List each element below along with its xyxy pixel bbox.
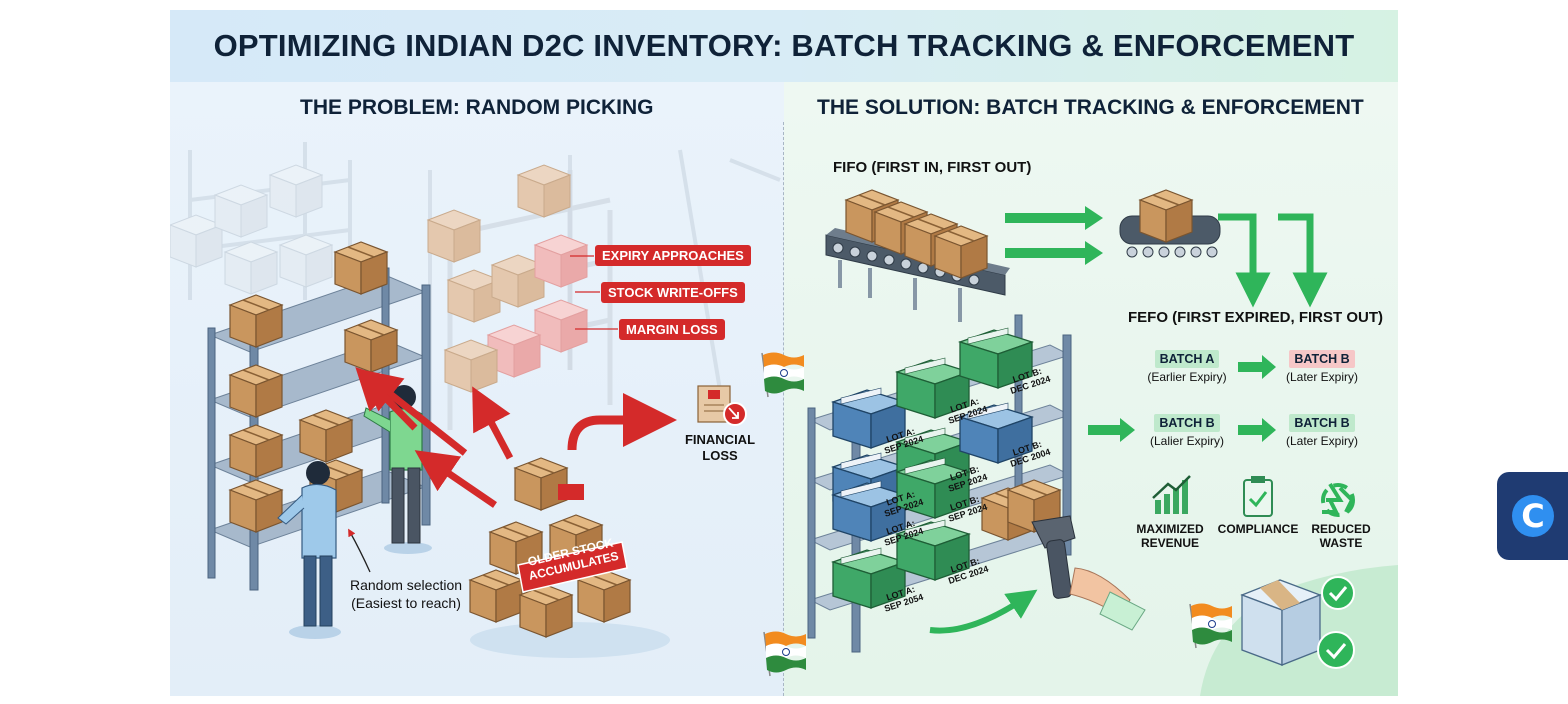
fifo-down-arrows (1218, 213, 1328, 308)
benefit-line-1: COMPLIANCE (1217, 522, 1299, 536)
fefo-row2-to: BATCH B (Later Expiry) (1262, 414, 1382, 448)
benefit-line-1: MAXIMIZED (1136, 522, 1204, 536)
benefit-line-2: REVENUE (1140, 536, 1199, 550)
expiry-tag: EXPIRY APPROACHES (595, 245, 751, 266)
batch-note: (Later Expiry) (1285, 370, 1359, 384)
benefit-line-2: WASTE (1319, 536, 1363, 550)
batch-note: (Later Expiry) (1285, 434, 1359, 448)
batch-name: BATCH B (1289, 350, 1355, 368)
fefo-row1-to: BATCH B (Later Expiry) (1262, 350, 1382, 384)
clipboard-check-icon (1243, 476, 1273, 517)
rear-rack (427, 164, 613, 430)
benefit-compliance: COMPLIANCE (1212, 522, 1304, 536)
solution-heading: THE SOLUTION: BATCH TRACKING & ENFORCEME… (817, 96, 1364, 119)
batch-name: BATCH A (1154, 350, 1220, 368)
fefo-label: FEFO (FIRST EXPIRED, FIRST OUT) (1128, 309, 1383, 326)
fefo-row2-from: BATCH B (Lalier Expiry) (1127, 414, 1247, 448)
page-title: OPTIMIZING INDIAN D2C INVENTORY: BATCH T… (213, 28, 1355, 63)
financial-loss-line-2: LOSS (702, 448, 738, 463)
fifo-conveyor-short (1119, 189, 1221, 258)
illustration (170, 142, 1398, 696)
worker-front (277, 461, 341, 639)
assistant-logo-icon[interactable]: C (1512, 495, 1554, 537)
loss-arrow (567, 393, 677, 451)
margin-loss-tag: MARGIN LOSS (619, 319, 725, 340)
fefo-row1-from: BATCH A (Earlier Expiry) (1127, 350, 1247, 384)
lot-rack (807, 314, 1072, 653)
random-picking-arrows (355, 366, 514, 508)
fifo-label: FIFO (FIRST IN, FIRST OUT) (833, 159, 1032, 176)
benefit-line-1: REDUCED (1311, 522, 1371, 536)
older-stock-pile (469, 457, 670, 658)
benefit-waste: REDUCED WASTE (1295, 522, 1387, 550)
random-selection-line-1: Random selection (349, 577, 463, 593)
chart-up-icon (1152, 475, 1191, 514)
fifo-arrows (1005, 206, 1103, 265)
financial-loss-icon (697, 385, 747, 426)
batch-name: BATCH B (1154, 414, 1220, 432)
fifo-conveyor-long (825, 189, 1010, 322)
barcode-scanner-icon (1031, 515, 1146, 631)
panel-divider (783, 122, 784, 696)
fefo-arrows (1088, 355, 1276, 442)
floating-assistant-button[interactable]: C (1497, 472, 1568, 560)
problem-heading: THE PROBLEM: RANDOM PICKING (300, 96, 654, 119)
title-bar: OPTIMIZING INDIAN D2C INVENTORY: BATCH T… (170, 10, 1398, 82)
random-selection-label: Random selection (Easiest to reach) (338, 576, 474, 612)
benefit-revenue: MAXIMIZED REVENUE (1124, 522, 1216, 550)
recycle-icon (1321, 482, 1355, 517)
infographic: OPTIMIZING INDIAN D2C INVENTORY: BATCH T… (170, 10, 1398, 696)
random-selection-line-2: (Easiest to reach) (351, 595, 461, 611)
rack-arrow (929, 589, 1038, 634)
tag-leaders (570, 255, 618, 330)
batch-note: (Earlier Expiry) (1147, 370, 1227, 384)
financial-loss-line-1: FINANCIAL (684, 432, 756, 447)
delivered-box (1200, 565, 1398, 696)
write-off-tag: STOCK WRITE-OFFS (601, 282, 745, 303)
selection-pointer (348, 528, 371, 573)
financial-loss-label: FINANCIAL LOSS (682, 432, 758, 464)
batch-note: (Lalier Expiry) (1149, 434, 1224, 448)
batch-name: BATCH B (1289, 414, 1355, 432)
